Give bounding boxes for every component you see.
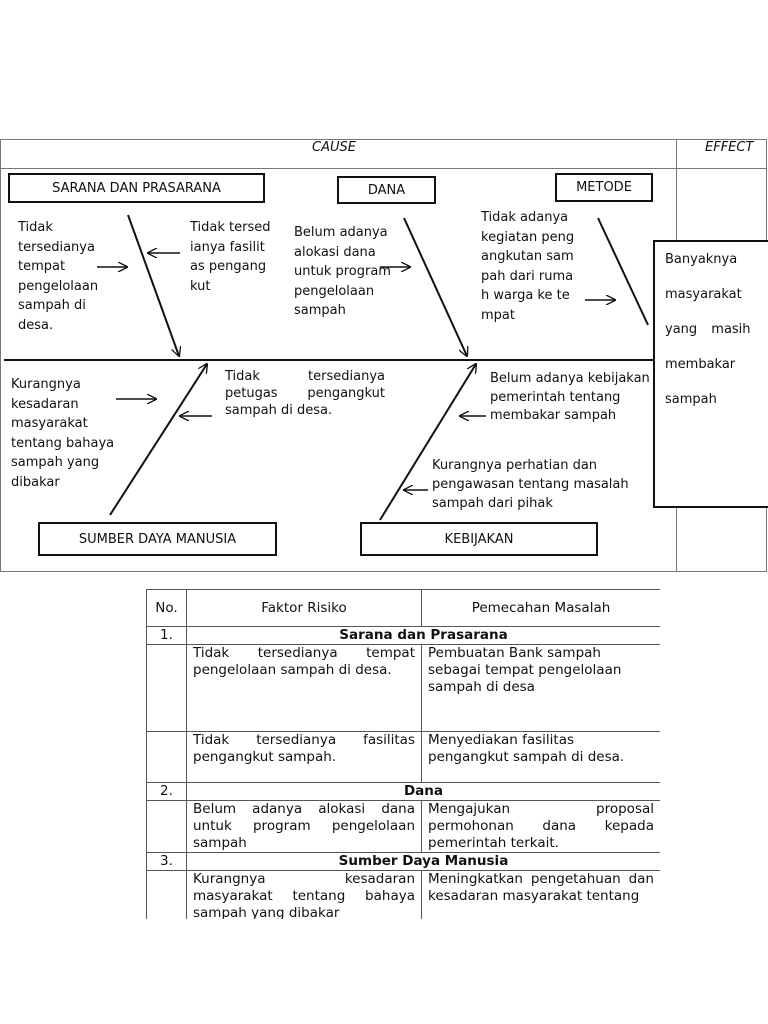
bone-dana [403,217,467,356]
col-header-pemecahan: Pemecahan Masalah [421,589,660,627]
pemecahan-cell: Menyediakan fasilitas pengangkut sampah … [421,731,660,783]
section-title: Sarana dan Prasarana [186,626,660,645]
faktor-cell: Kurangnya kesadaran masyarakat tentang b… [186,870,422,919]
fishbone-diagram [0,139,767,572]
faktor-cell: Tidak tersedianya fasilitas pengangkut s… [186,731,422,783]
table-row: Kurangnya kesadaran masyarakat tentang b… [146,870,660,919]
effect-line: Banyaknya [665,252,738,267]
pemecahan-cell: Meningkatkan pengetahuan dan kesadaran m… [421,870,660,919]
pemecahan-cell: Mengajukan proposal permohonan dana kepa… [421,800,660,853]
cause-sarana-tempat: Tidak tersedianya tempat pengelolaan sam… [18,220,99,333]
cause-kebijakan-pemerintah: Belum adanya kebijakan pemerintah tentan… [490,371,650,423]
col-header-no: No. [146,589,187,627]
effect-line: sampah [665,392,717,407]
category-dana: DANA [337,176,436,204]
pemecahan-cell: Pembuatan Bank sampah sebagai tempat pen… [421,644,660,732]
effect-box: Banyaknya masyarakat yang masih membakar… [653,240,768,508]
risk-table-wrapper: No. Faktor Risiko Pemecahan Masalah 1. S… [146,589,660,919]
cause-kebijakan-perhatian: Kurangnya perhatian dan pengawasan tenta… [432,458,629,511]
bone-sdm [109,364,207,516]
category-sumber-daya-manusia: SUMBER DAYA MANUSIA [38,522,277,556]
table-row: Tidak tersedianya tempat pengelolaan sam… [146,644,660,732]
category-sarana-prasarana: SARANA DAN PRASARANA [8,173,265,203]
effect-line: yang masih [665,322,751,337]
col-header-faktor: Faktor Risiko [186,589,422,627]
faktor-cell: Belum adanya alokasi dana untuk program … [186,800,422,853]
bone-kebijakan [379,364,476,521]
cause-metode-kegiatan: Tidak adanya kegiatan pengangkutan sampa… [481,210,575,323]
cause-dana-alokasi: Belum adanya alokasi dana untuk program … [294,225,391,318]
section-number: 2. [146,782,187,801]
bone-metode [597,217,649,326]
cause-sarana-fasilitas: Tidak tersedianya fasilitas pengangkut [190,220,271,294]
cause-sdm-petugas: Tidak tersedianya petugas pengangkut sam… [225,369,385,418]
section-row: 3. Sumber Daya Manusia [146,852,660,871]
category-kebijakan: KEBIJAKAN [360,522,598,556]
header-cause: CAUSE [312,140,356,155]
section-title: Dana [186,782,660,801]
table-row: Belum adanya alokasi dana untuk program … [146,800,660,853]
effect-line: membakar [665,357,736,372]
bone-sarana [127,214,179,356]
table-row: Tidak tersedianya fasilitas pengangkut s… [146,731,660,783]
table-header-row: No. Faktor Risiko Pemecahan Masalah [146,589,660,627]
category-metode: METODE [555,173,653,202]
section-title: Sumber Daya Manusia [186,852,660,871]
faktor-cell: Tidak tersedianya tempat pengelolaan sam… [186,644,422,732]
header-effect: EFFECT [705,140,754,155]
section-row: 2. Dana [146,782,660,801]
cause-sdm-kesadaran: Kurangnya kesadaran masyarakat tentang b… [11,377,115,490]
risk-table: No. Faktor Risiko Pemecahan Masalah 1. S… [146,589,660,919]
effect-line: masyarakat [665,287,742,302]
section-number: 3. [146,852,187,871]
section-row: 1. Sarana dan Prasarana [146,626,660,645]
section-number: 1. [146,626,187,645]
